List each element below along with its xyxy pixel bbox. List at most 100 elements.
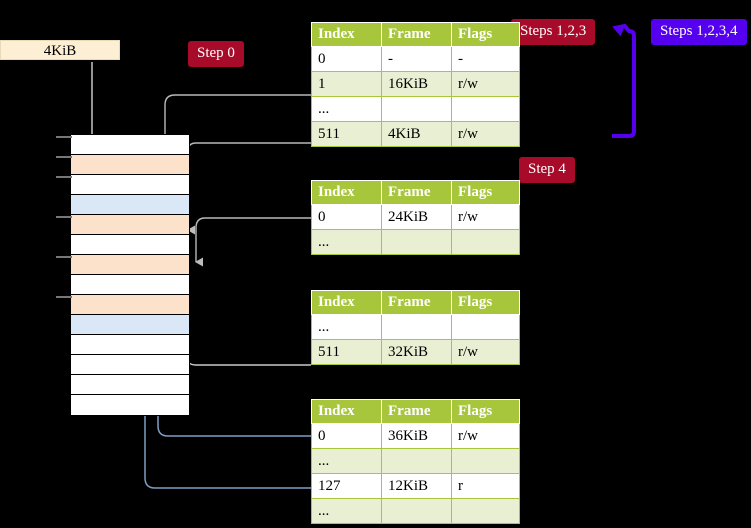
column-header-index: Index	[311, 399, 382, 424]
memory-size-label: 4KiB	[0, 40, 120, 60]
cell-index: 511	[311, 121, 382, 147]
table-row: 511 32KiB r/w	[311, 339, 520, 365]
cell-index: 0	[311, 423, 382, 449]
pml4-table: Index Frame Flags 0 - - 1 16KiB r/w ...	[311, 22, 520, 147]
badge-step-4-label: Step 4	[528, 161, 566, 177]
table-header-row: Index Frame Flags	[311, 180, 520, 205]
badge-steps-123: Steps 1,2,3	[511, 19, 596, 45]
cell-flags	[451, 448, 520, 474]
memory-row	[71, 155, 189, 175]
memory-row	[71, 335, 189, 355]
column-header-flags: Flags	[451, 22, 520, 47]
badge-step-4: Step 4	[519, 157, 575, 183]
connector-table2-0	[195, 217, 311, 267]
table-row: ...	[311, 498, 520, 524]
cell-flags: r/w	[451, 204, 520, 230]
column-header-flags: Flags	[451, 180, 520, 205]
memory-row	[71, 355, 189, 375]
cell-frame	[381, 229, 452, 255]
table-header-row: Index Frame Flags	[311, 22, 520, 47]
badge-step-0: Step 0	[188, 41, 244, 67]
memory-row	[71, 295, 189, 315]
cell-flags: r	[451, 473, 520, 499]
table-row: ...	[311, 448, 520, 474]
cell-frame: 36KiB	[381, 423, 452, 449]
cell-flags: r/w	[451, 339, 520, 365]
memory-tick	[56, 216, 72, 218]
table-row: 511 4KiB r/w	[311, 121, 520, 147]
table-row: ...	[311, 96, 520, 122]
cell-frame: 32KiB	[381, 339, 452, 365]
cell-flags: r/w	[451, 423, 520, 449]
table-row: 0 36KiB r/w	[311, 423, 520, 449]
cell-frame: 16KiB	[381, 71, 452, 97]
table-row: ...	[311, 314, 520, 340]
table-header-row: Index Frame Flags	[311, 290, 520, 315]
memory-row	[71, 215, 189, 235]
cell-index: 0	[311, 204, 382, 230]
table-row: 0 - -	[311, 46, 520, 72]
column-header-frame: Frame	[381, 290, 452, 315]
cell-flags	[451, 498, 520, 524]
column-header-frame: Frame	[381, 22, 452, 47]
table-row: 1 16KiB r/w	[311, 71, 520, 97]
badge-steps-1234-label: Steps 1,2,3,4	[660, 23, 738, 39]
column-header-index: Index	[311, 22, 382, 47]
memory-row	[71, 135, 189, 155]
pd-table: Index Frame Flags ... 511 32KiB r/w	[311, 290, 520, 365]
memory-row	[71, 315, 189, 335]
cell-index: ...	[311, 314, 382, 340]
memory-row	[71, 195, 189, 215]
badge-step-0-label: Step 0	[197, 45, 235, 61]
cell-index: ...	[311, 229, 382, 255]
column-header-flags: Flags	[451, 290, 520, 315]
table-row: 127 12KiB r	[311, 473, 520, 499]
table-row: 0 24KiB r/w	[311, 204, 520, 230]
bracket-steps-1234	[612, 23, 636, 138]
connector-table3-511	[179, 313, 311, 366]
pt-table: Index Frame Flags 0 36KiB r/w ... 127 12…	[311, 399, 520, 524]
cell-index: 0	[311, 46, 382, 72]
cell-frame	[381, 96, 452, 122]
cell-index: 127	[311, 473, 382, 499]
cell-index: 511	[311, 339, 382, 365]
cell-index: 1	[311, 71, 382, 97]
cell-frame	[381, 498, 452, 524]
cell-frame	[381, 448, 452, 474]
column-header-flags: Flags	[451, 399, 520, 424]
column-header-frame: Frame	[381, 399, 452, 424]
memory-tick	[56, 256, 72, 258]
memory-row	[71, 375, 189, 395]
memory-row	[71, 275, 189, 295]
memory-size-text: 4KiB	[43, 43, 77, 59]
memory-row	[71, 255, 189, 275]
cell-index: ...	[311, 498, 382, 524]
cell-flags: -	[451, 46, 520, 72]
cell-flags	[451, 314, 520, 340]
cell-flags: r/w	[451, 121, 520, 147]
cell-frame	[381, 314, 452, 340]
memory-row	[71, 175, 189, 195]
memory-row	[71, 395, 189, 415]
badge-steps-123-label: Steps 1,2,3	[520, 23, 587, 39]
connector-table1-511	[187, 142, 311, 205]
memory-row	[71, 235, 189, 255]
cell-flags: r/w	[451, 71, 520, 97]
badge-steps-1234: Steps 1,2,3,4	[651, 19, 747, 45]
column-header-index: Index	[311, 290, 382, 315]
column-header-index: Index	[311, 180, 382, 205]
cell-flags	[451, 229, 520, 255]
memory-tick	[56, 156, 72, 158]
memory-tick	[56, 176, 72, 178]
cell-index: ...	[311, 448, 382, 474]
memory-tick	[56, 136, 72, 138]
memory-tick	[56, 296, 72, 298]
cell-frame: 4KiB	[381, 121, 452, 147]
cell-frame: 12KiB	[381, 473, 452, 499]
cell-flags	[451, 96, 520, 122]
cell-index: ...	[311, 96, 382, 122]
cell-frame: -	[381, 46, 452, 72]
table-row: ...	[311, 229, 520, 255]
column-header-frame: Frame	[381, 180, 452, 205]
